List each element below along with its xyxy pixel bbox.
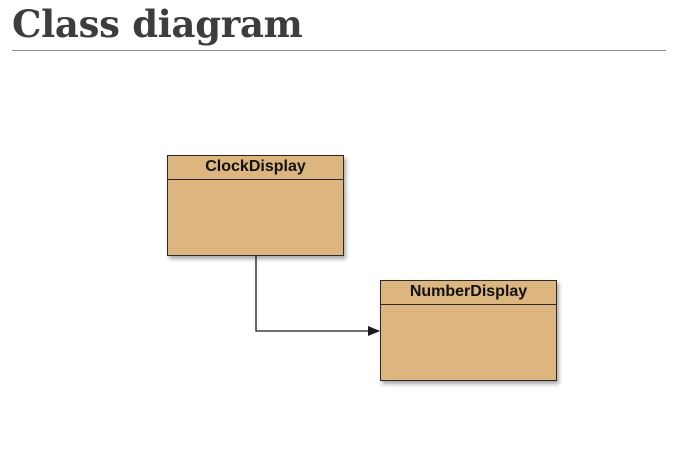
- class-box-numberdisplay[interactable]: NumberDisplay: [380, 280, 557, 381]
- title-divider: [12, 50, 666, 51]
- association-arrow[interactable]: [255, 256, 380, 336]
- class-box-clockdisplay[interactable]: ClockDisplay: [167, 155, 344, 256]
- class-name-label: NumberDisplay: [381, 281, 556, 305]
- class-name-label: ClockDisplay: [168, 156, 343, 180]
- page-title: Class diagram: [12, 2, 303, 46]
